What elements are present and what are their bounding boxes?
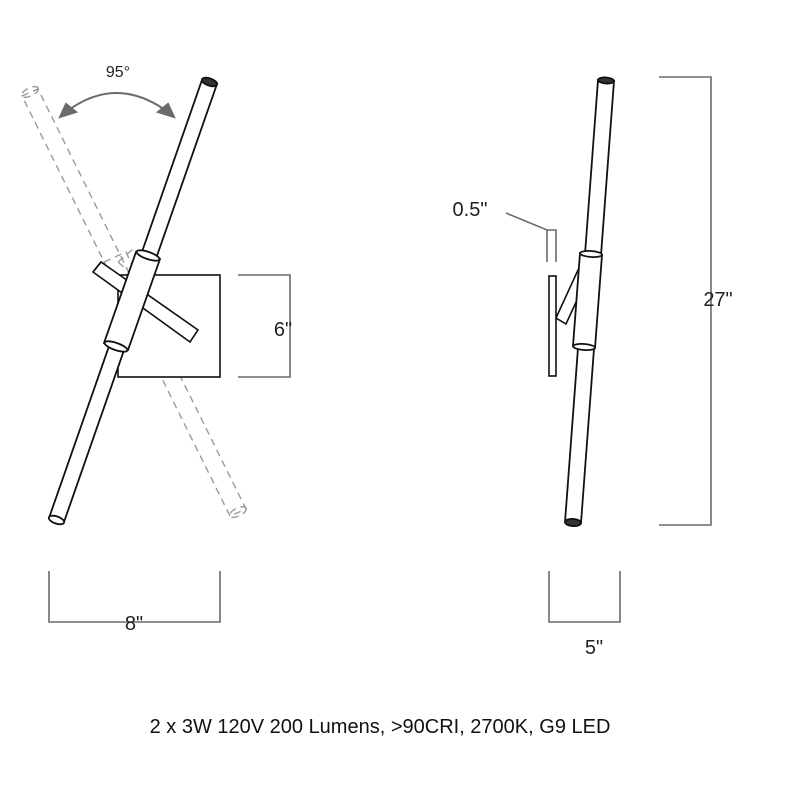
side-tube-sleeve [572,250,603,351]
front-view: 95° 6" 8" [21,64,292,635]
width-dimension-bracket [48,571,221,623]
overall-height-label: 27" [703,289,732,311]
overall-height-bracket [659,76,712,526]
overall-depth-label: 5" [585,637,603,659]
plate-height-label: 6" [274,319,292,341]
plate-depth-label: 0.5" [453,199,488,221]
overall-width-label: 8" [125,613,143,635]
tube-sleeve [102,249,162,353]
specifications-caption: 2 x 3W 120V 200 Lumens, >90CRI, 2700K, G… [149,716,611,738]
height-dimension-bracket [238,274,291,378]
rotation-angle-label: 95° [106,64,130,81]
rotation-arc [58,92,176,119]
depth-dimension-bracket [548,571,621,623]
depth-leader-line [505,212,557,262]
side-view: 0.5" 27" 5" [453,76,733,659]
side-wall-plate [548,275,557,377]
